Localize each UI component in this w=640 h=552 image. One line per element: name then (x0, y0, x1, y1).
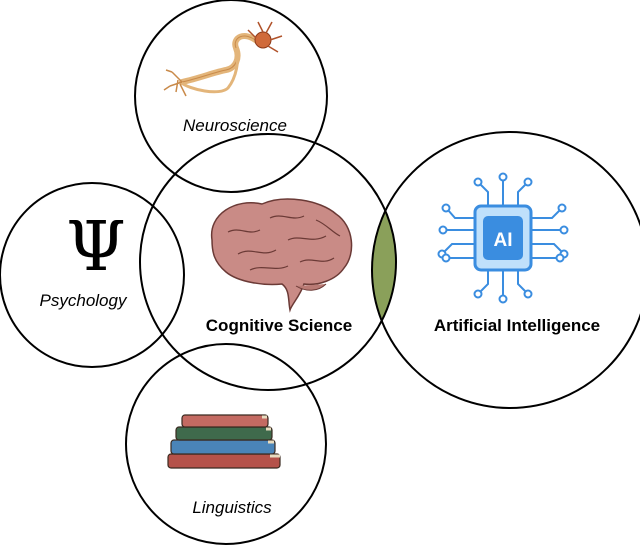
ai-chip-icon (437, 172, 569, 304)
cognitive-science-label: Cognitive Science (206, 316, 352, 335)
linguistics-label: Linguistics (192, 498, 272, 517)
neuroscience-label: Neuroscience (183, 116, 287, 135)
books-icon (167, 414, 281, 469)
artificial-intelligence-label: Artificial Intelligence (434, 316, 600, 335)
ai-circle (371, 131, 640, 409)
cognitive-science-circle (139, 133, 397, 391)
brain-icon (210, 198, 353, 313)
psychology-circle (0, 182, 185, 368)
psychology-label: Psychology (40, 291, 128, 310)
neuroscience-circle (134, 0, 328, 193)
psi-symbol-icon: Ψ (66, 208, 126, 287)
linguistics-circle (125, 343, 327, 545)
neuron-icon (163, 21, 283, 97)
ai-chip-text: AI (494, 230, 513, 251)
